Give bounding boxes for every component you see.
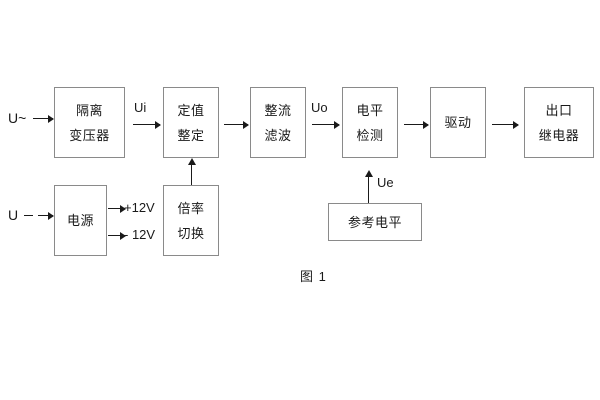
arrow-dc-input-to-power-supply <box>38 212 54 221</box>
power-rail-label-positive: +12V <box>124 200 155 215</box>
block-level-detect-line1: 电平 <box>356 102 384 118</box>
arrow-level-detect-to-drive <box>404 121 429 130</box>
arrow-drive-to-output-relay <box>492 121 519 130</box>
figure-caption: 图 1 <box>300 269 327 284</box>
signal-label-uo: Uo <box>311 100 328 115</box>
block-isolation-transformer-line2: 变压器 <box>69 127 110 143</box>
power-rail-label-negative: - 12V <box>124 227 156 242</box>
block-level-detect: 电平 检测 <box>342 87 398 158</box>
block-rectify-filter-line1: 整流 <box>264 102 292 118</box>
block-multiplier-switch-line2: 切换 <box>177 225 205 241</box>
block-setting-value-line2: 整定 <box>177 127 205 143</box>
arrow-multiplier-switch-to-setting-value <box>187 158 196 185</box>
arrow-reference-level-to-level-detect <box>364 170 373 203</box>
arrow-power-rail-positive <box>108 205 126 214</box>
block-power-supply: 电源 <box>54 185 107 256</box>
block-output-relay: 出口 继电器 <box>524 87 594 158</box>
signal-label-ui: Ui <box>134 100 147 115</box>
arrow-isolation-transformer-to-setting-value <box>133 121 161 130</box>
block-output-relay-line1: 出口 <box>545 102 573 118</box>
block-drive: 驱动 <box>430 87 486 158</box>
block-power-supply-line1: 电源 <box>66 213 94 228</box>
block-setting-value-line1: 定值 <box>177 102 205 118</box>
arrow-ac-input-to-isolation-transformer <box>33 115 54 124</box>
block-reference-level-line1: 参考电平 <box>347 214 402 230</box>
block-rectify-filter: 整流 滤波 <box>250 87 306 158</box>
block-isolation-transformer-line1: 隔离 <box>75 102 103 118</box>
input-label-ac: U~ <box>8 110 27 126</box>
block-rectify-filter-line2: 滤波 <box>264 127 292 143</box>
signal-label-ue: Ue <box>377 175 394 190</box>
block-isolation-transformer: 隔离 变压器 <box>54 87 125 158</box>
arrow-rectify-filter-to-level-detect <box>312 121 340 130</box>
block-multiplier-switch: 倍率 切换 <box>163 185 219 256</box>
block-level-detect-line2: 检测 <box>356 127 384 143</box>
block-output-relay-line2: 继电器 <box>538 127 580 143</box>
lead-dash-dc-input <box>24 215 33 216</box>
arrow-power-rail-negative <box>108 232 126 241</box>
block-reference-level: 参考电平 <box>328 203 422 241</box>
block-multiplier-switch-line1: 倍率 <box>177 200 205 216</box>
block-setting-value: 定值 整定 <box>163 87 219 158</box>
block-drive-line1: 驱动 <box>444 115 472 130</box>
input-label-dc: U <box>8 207 19 223</box>
arrow-setting-value-to-rectify-filter <box>224 121 249 130</box>
